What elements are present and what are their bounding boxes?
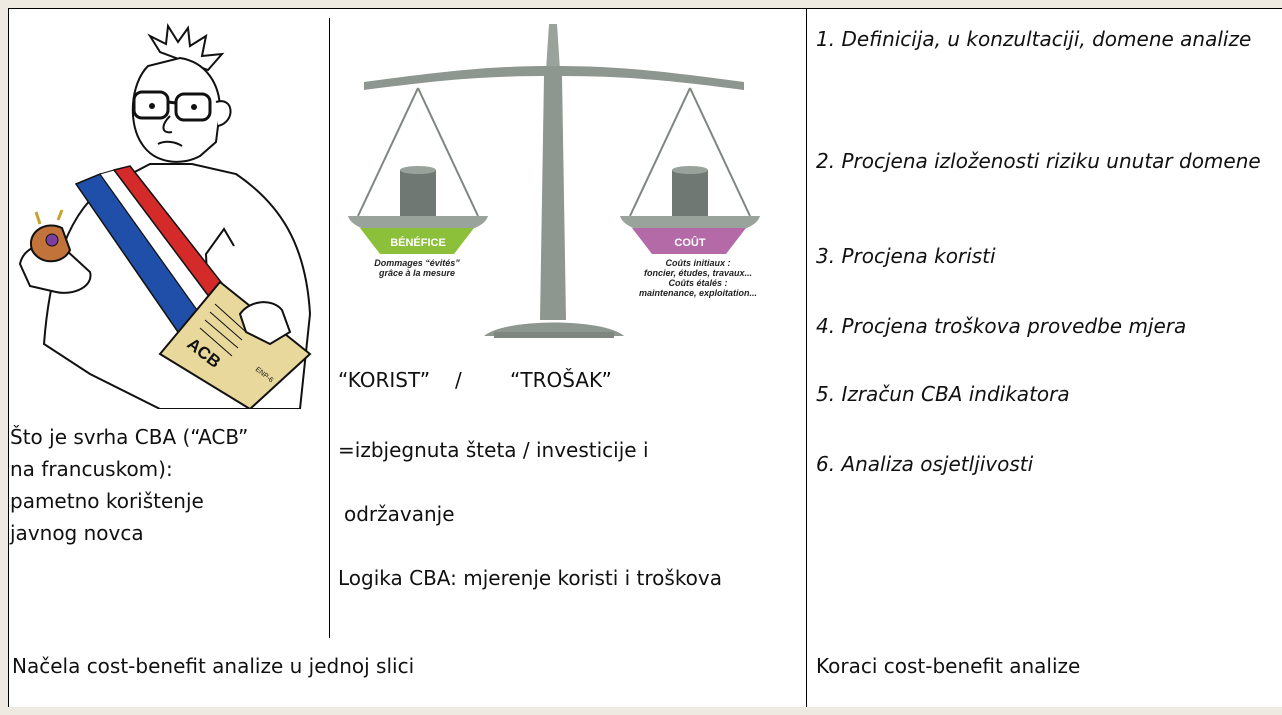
cost-caption-line: Coûts initiaux :: [665, 258, 731, 268]
middle-line-1: =izbjegnuta šteta / investicije i: [338, 438, 649, 462]
steps-caption: Koraci cost-benefit analize: [816, 654, 1081, 678]
korist-label: “KORIST”: [338, 368, 431, 392]
page-bottom-band: [0, 707, 1282, 715]
benefit-caption-line: Dommages “évités”: [374, 258, 460, 268]
table-top-border: [8, 8, 1282, 9]
benefit-badge-shape: [360, 228, 474, 254]
table-left-border: [8, 8, 9, 707]
left-caption-line: javnog novca: [10, 521, 144, 545]
page-top-band: [0, 0, 1282, 8]
step-item: 2. Procjena izloženosti riziku unutar do…: [816, 149, 1261, 173]
trosak-label: “TROŠAK”: [510, 368, 612, 392]
benefit-badge-label: BÉNÉFICE: [390, 236, 446, 249]
official-cartoon-illustration: ACB ENP-6: [18, 23, 312, 409]
cost-badge-shape: [632, 228, 746, 254]
column-divider-right: [806, 8, 807, 707]
middle-line-2: održavanje: [344, 502, 455, 526]
cost-caption-line: foncier, études, travaux...: [643, 268, 753, 278]
cost-caption-line: Coûts étalés :: [668, 278, 728, 288]
cost-caption: Coûts initiaux : foncier, études, travau…: [608, 258, 788, 298]
left-caption-line: Što je svrha CBA (“ACB”: [10, 425, 249, 449]
step-item: 4. Procjena troškova provedbe mjera: [816, 314, 1187, 338]
principles-caption: Načela cost-benefit analize u jednoj sli…: [12, 654, 415, 678]
left-caption: Što je svrha CBA (“ACB” na francuskom): …: [10, 423, 320, 551]
middle-line-3: Logika CBA: mjerenje koristi i troškova: [338, 566, 723, 590]
cost-caption-line: maintenance, exploitation...: [638, 288, 758, 298]
cost-badge-label: COÛT: [674, 236, 705, 249]
step-item: 5. Izračun CBA indikatora: [816, 382, 1070, 406]
left-caption-line: pametno korištenje: [10, 489, 204, 513]
step-item: 1. Definicija, u konzultaciji, domene an…: [816, 27, 1252, 51]
column-divider-left: [329, 18, 330, 638]
balance-scale-illustration: BÉNÉFICE COÛT: [348, 24, 760, 338]
step-item: 6. Analiza osjetljivosti: [816, 452, 1034, 476]
step-item: 3. Procjena koristi: [816, 244, 996, 268]
benefit-caption: Dommages “évités” grâce à la mesure: [332, 258, 502, 278]
left-caption-line: na francuskom):: [10, 457, 173, 481]
page-left-band: [0, 0, 8, 715]
benefit-caption-line: grâce à la mesure: [378, 268, 456, 278]
korist-trosak-slash: /: [455, 368, 462, 392]
